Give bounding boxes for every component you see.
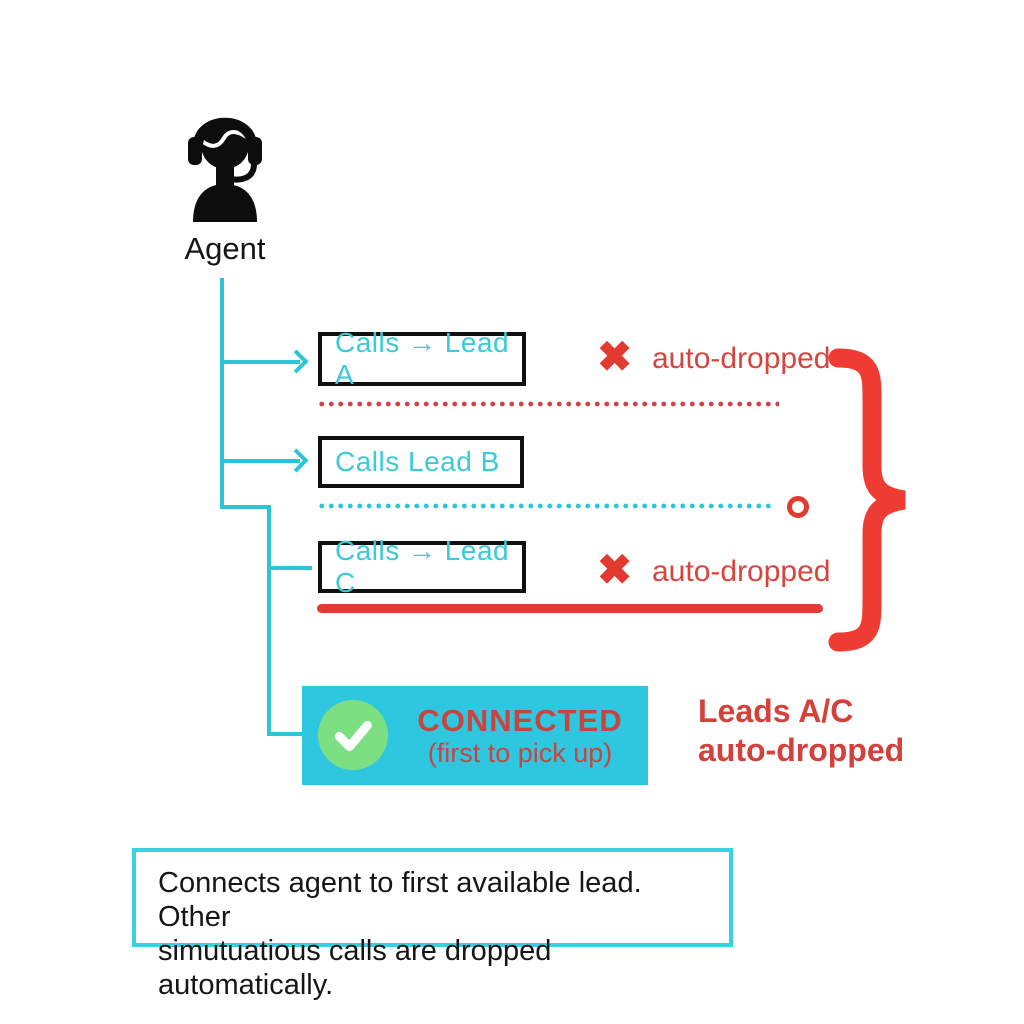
checkmark-icon (334, 720, 372, 752)
ringing-circle-icon (787, 496, 809, 518)
side-note-line2: auto-dropped (698, 732, 905, 768)
x-dropped-icon-a: ✖ (597, 333, 633, 380)
call-box-lead-a: Calls → Lead A (318, 327, 526, 390)
side-note: Leads A/C auto-dropped (698, 692, 904, 770)
call-box-lead-c: Calls → Lead C (318, 535, 526, 598)
agent-headset-icon (188, 117, 262, 222)
footnote-box: Connects agent to first available lead. … (132, 848, 733, 1001)
active-dotted-line-b (317, 503, 775, 509)
trunk-step-line (220, 505, 271, 509)
status-auto-dropped-c: auto-dropped (652, 555, 831, 588)
branch-line-connected (267, 732, 302, 736)
agent-trunk-line (220, 278, 224, 509)
arrowhead-lead-a-icon (284, 349, 309, 374)
side-note-line1: Leads A/C (698, 693, 854, 729)
status-auto-dropped-a: auto-dropped (652, 342, 831, 375)
call-box-lead-a-label: Calls → Lead A (335, 327, 510, 390)
dropped-solid-line-c (317, 604, 823, 613)
branch-line-lead-c (267, 566, 312, 570)
x-dropped-icon-c: ✖ (597, 546, 633, 593)
branch-line-lead-b (220, 459, 300, 463)
call-box-lead-b: Calls Lead B (318, 436, 524, 488)
connected-title: CONNECTED (417, 702, 623, 738)
lower-trunk-line (267, 505, 271, 736)
connected-banner: CONNECTED (first to pick up) (302, 686, 648, 785)
branch-line-lead-a (220, 360, 300, 364)
brace-icon (828, 348, 906, 652)
connected-subtitle: (first to pick up) (427, 737, 613, 768)
call-box-lead-b-label: Calls Lead B (335, 446, 500, 477)
call-box-lead-c-label: Calls → Lead C (335, 535, 510, 598)
check-circle (318, 700, 388, 770)
connected-text-block: CONNECTED (first to pick up) (398, 686, 642, 785)
arrowhead-lead-b-icon (284, 448, 309, 473)
agent-label: Agent (184, 231, 266, 266)
dropped-dotted-line-a (317, 401, 779, 407)
